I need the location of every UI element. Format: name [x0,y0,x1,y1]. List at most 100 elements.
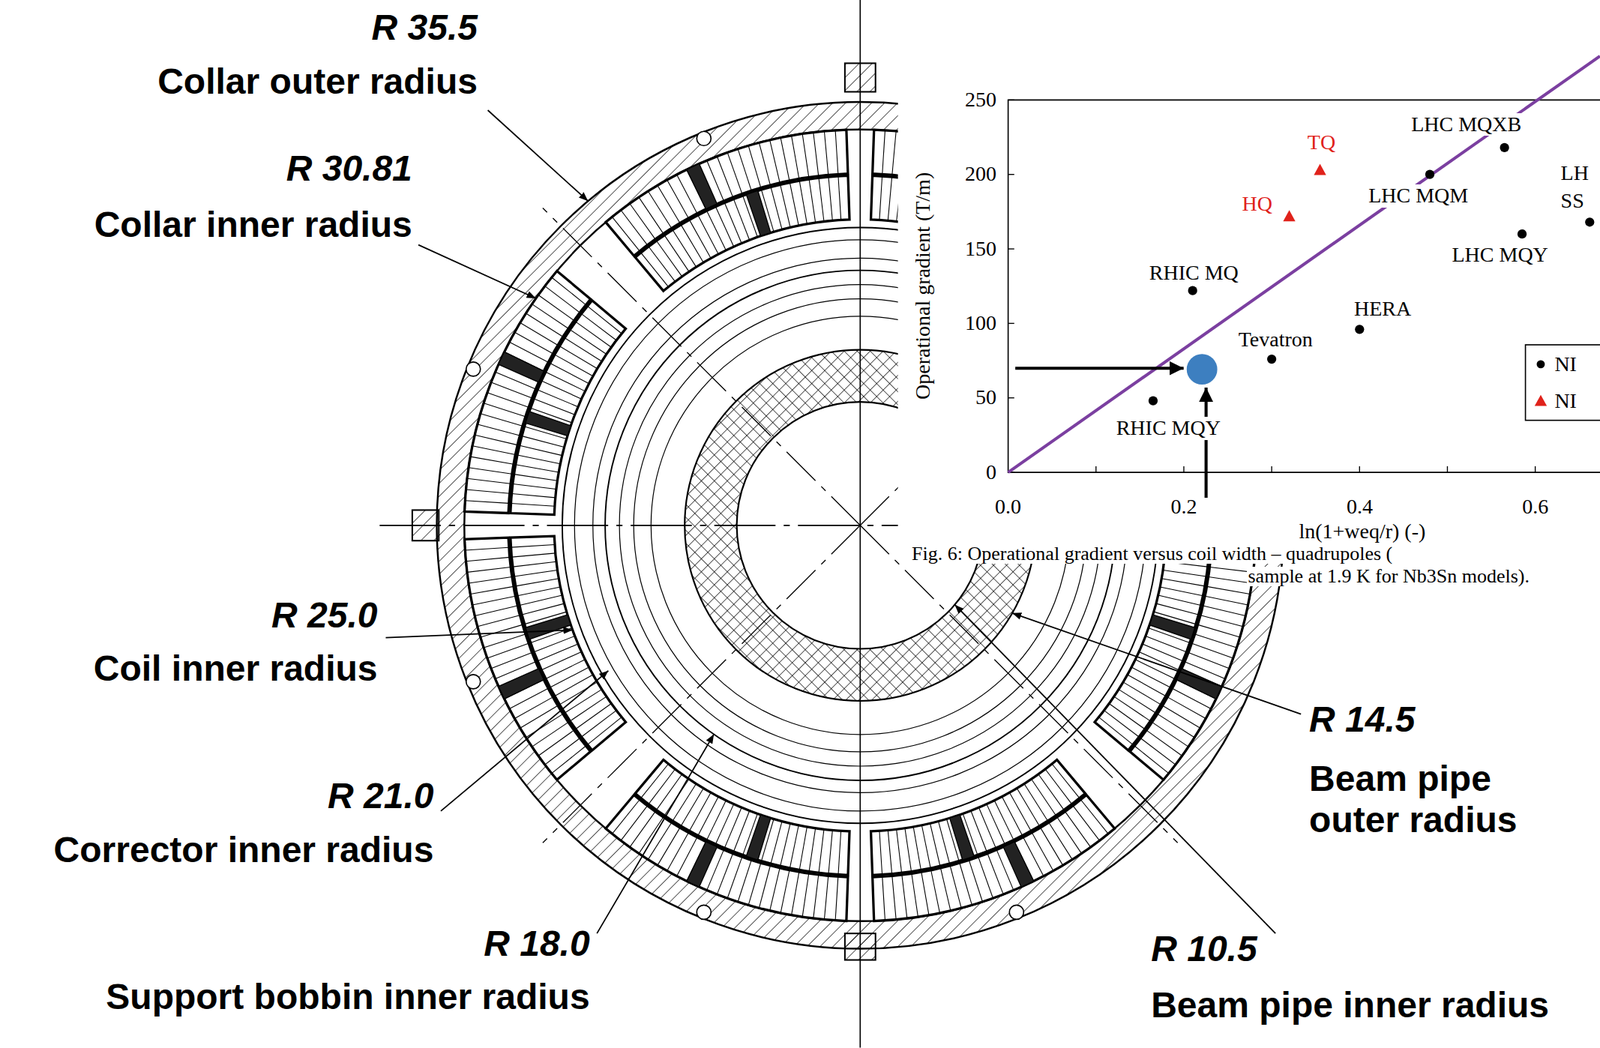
coil-turn [715,804,734,845]
point-label: LHC MQY [1450,243,1550,267]
coil-turn [707,800,727,841]
coil-turn [802,133,809,177]
coil-turn [1198,624,1241,638]
coil-turn [1127,674,1166,697]
coil-turn [512,561,557,567]
coil-turn [551,277,587,306]
data-point-triangle [1313,164,1326,176]
coil-turn [541,380,582,399]
coil-turn [904,828,912,872]
collar-notch [696,131,711,146]
data-point [1425,170,1435,180]
coil-turn [1045,769,1072,805]
coil-turn [514,474,558,482]
coil-turn [698,215,719,255]
chart-panel [898,40,1600,546]
point-label: TQ [1306,131,1337,155]
legend-text: NI [1552,353,1579,377]
coil-turn [780,184,791,228]
coil-turn [835,130,839,174]
coil-turn [472,596,516,606]
coil-turn [791,135,800,180]
collar-notch [466,362,481,377]
coil-turn [629,203,656,240]
coil-turn [680,224,704,263]
coil-turn [1159,587,1203,597]
data-point [1517,229,1527,239]
coil-turn [620,209,648,246]
radius-name: Corrector inner radius [53,829,435,871]
coil-turn [468,467,513,475]
coil-turn [791,871,800,916]
coil-turn [1156,603,1199,615]
coil-turn [517,587,561,597]
figure-caption: Fig. 6: Operational gradient versus coil… [910,544,1394,564]
coil-turn [472,446,516,456]
coil-turn [887,829,892,874]
coil-turn [748,862,762,905]
coil-turn [657,827,681,866]
coil-turn [733,810,750,852]
coil-turn [780,870,790,914]
coil-turn [813,132,819,177]
data-point-triangle [1282,209,1295,222]
coil-turn [638,197,664,234]
coil-turn [1195,634,1238,648]
coil-turn [550,667,590,688]
data-point [1267,354,1277,364]
coil-turn [474,434,518,445]
coil-turn [470,456,514,465]
coil-turn [648,246,675,282]
coil-turn [1207,586,1251,594]
coil-turn [648,769,675,805]
center-axis [859,0,861,1048]
tick-label: 250 [963,88,998,112]
coil-turn [1204,596,1248,606]
coil-turn [641,252,669,288]
leader-line [954,605,1276,934]
coil-turn [901,874,908,919]
point-label: LH [1559,161,1591,186]
coil-turn [818,177,824,222]
tick-mark [1183,466,1184,473]
coil-turn [1051,764,1080,799]
collar-notch [1009,904,1024,920]
coil-turn [467,566,511,573]
coil-turn [882,876,886,920]
coil-turn [575,703,612,729]
coil-turn [672,230,696,267]
tick-label: 0.2 [1169,495,1199,519]
coil-turn [554,674,594,697]
collar-tab [844,62,876,92]
coil-turn [1161,578,1205,587]
coil-turn [896,829,902,873]
tick-mark [1095,466,1097,473]
radius-name: Support bobbin inner radius [105,976,590,1018]
leader-line [385,629,573,638]
coil-turn [813,874,819,919]
coil-turn [818,829,824,873]
tick-mark [1008,323,1015,324]
coil-turn [559,346,597,369]
coil-turn [545,738,581,765]
coil-turn [1057,817,1082,854]
coil-turn [1138,651,1179,670]
coil-turn [551,746,587,774]
radius-value: R 14.5 [1309,698,1415,741]
coil-turn [921,871,929,916]
coil-turn [1001,797,1022,836]
coil-turn [512,484,557,490]
coil-turn [986,804,1005,845]
data-point [1499,143,1509,153]
plot-frame [1008,99,1600,473]
coil-turn [667,179,690,219]
figure-caption: sample at 1.9 K for Nb3Sn models). [1246,566,1532,587]
tick-mark [1008,99,1015,101]
coil-turn [520,705,558,729]
tick-mark [1270,466,1272,473]
coil-turn [828,176,833,221]
coil-turn [470,586,514,594]
coil-turn [879,830,883,875]
coil-turn [689,219,712,258]
tick-mark [1008,248,1015,249]
